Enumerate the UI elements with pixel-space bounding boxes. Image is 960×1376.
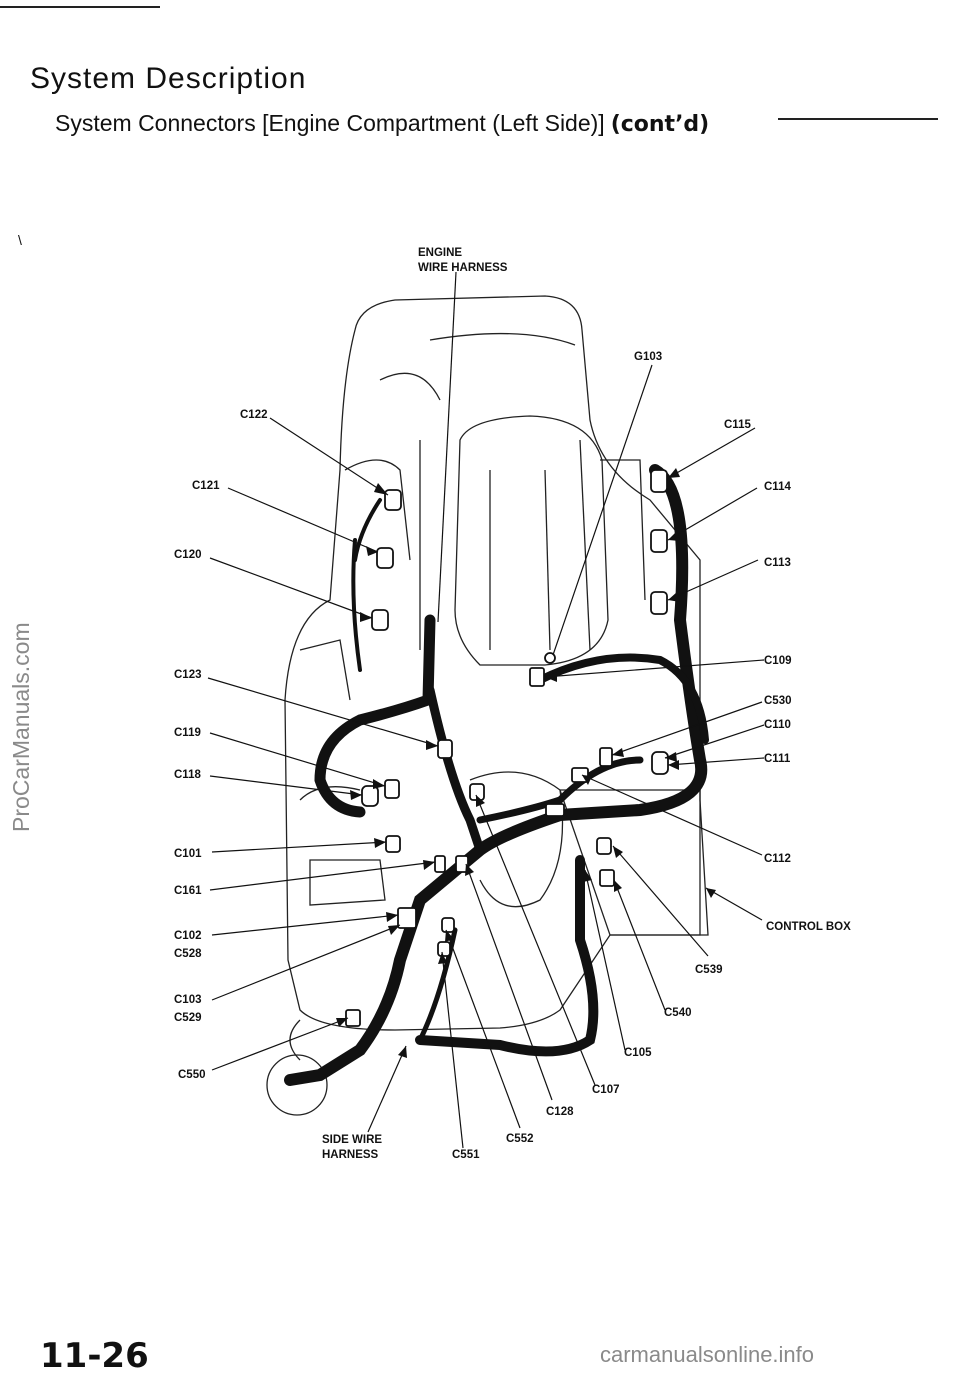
label-engine-harness-line1: ENGINE [418,247,462,259]
label-c552: C552 [506,1133,534,1145]
label-c102: C102 [174,930,202,942]
label-c109: C109 [764,655,792,667]
label-c111: C111 [764,753,791,765]
label-c122: C122 [240,409,268,421]
label-c123: C123 [174,669,202,681]
label-c107: C107 [592,1084,620,1096]
label-c105: C105 [624,1047,652,1059]
label-c551: C551 [452,1149,480,1161]
arrow-heads [336,468,716,1058]
engine-outline [266,295,709,1116]
label-side-harness-line2: HARNESS [322,1149,379,1161]
label-c114: C114 [764,481,791,493]
connectors [345,469,669,1027]
label-engine-harness-line2: WIRE HARNESS [418,262,508,274]
label-c530: C530 [764,695,792,707]
label-c550: C550 [178,1069,206,1081]
page-title: System Description [30,62,307,95]
page-number: 11-26 [40,1336,149,1376]
scan-mark: \ [18,232,22,248]
label-c128: C128 [546,1106,574,1118]
page-subtitle: System Connectors [Engine Compartment (L… [55,110,709,137]
label-c110: C110 [764,719,791,731]
label-c529: C529 [174,1012,202,1024]
contd-label: (cont’d) [610,112,710,137]
top-rule [0,6,160,8]
label-control-box: CONTROL BOX [766,921,851,933]
label-side-harness-line1: SIDE WIRE [322,1134,382,1146]
label-g103: G103 [634,351,662,363]
label-c113: C113 [764,557,791,569]
label-c115: C115 [724,419,751,431]
wire-harness [284,464,709,1086]
label-c528: C528 [174,948,202,960]
label-c119: C119 [174,727,201,739]
subtitle-text: System Connectors [Engine Compartment (L… [55,110,605,136]
label-c103: C103 [174,994,202,1006]
label-c161: C161 [174,885,202,897]
side-watermark: ProCarManuals.com [8,622,34,832]
label-c539: C539 [695,964,723,976]
subtitle-rule [778,118,938,120]
label-c112: C112 [764,853,791,865]
label-c121: C121 [192,480,220,492]
label-c118: C118 [174,769,201,781]
label-c540: C540 [664,1007,692,1019]
label-c101: C101 [174,848,202,860]
footer-watermark: carmanualsonline.info [600,1342,815,1367]
label-c120: C120 [174,549,202,561]
leader-lines [207,271,765,1149]
